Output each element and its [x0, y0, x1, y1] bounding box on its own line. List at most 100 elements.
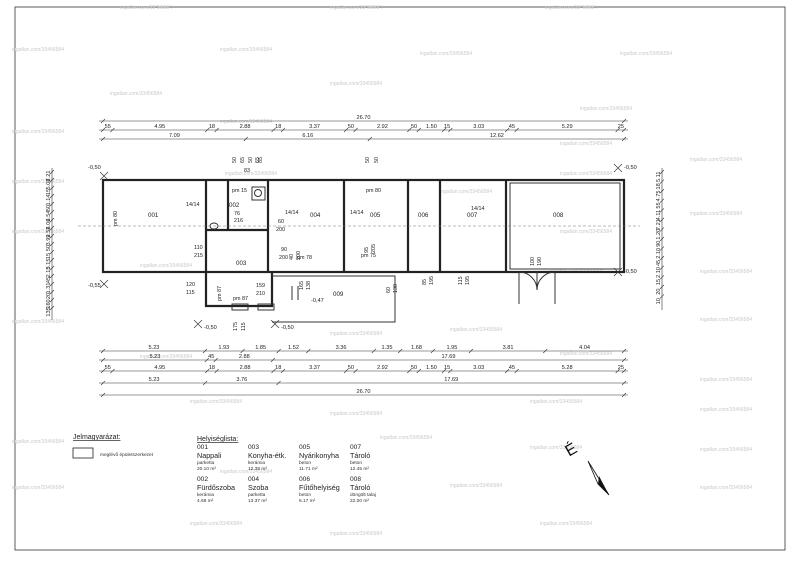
- dimension-label: 1.50: [426, 365, 437, 371]
- dimension-tick: [504, 368, 510, 374]
- watermark-text: ingatlan.com/33456584: [12, 439, 64, 445]
- room-list-number: 005: [299, 444, 310, 451]
- dimension-label: 55: [105, 365, 111, 371]
- dimension-tick: [100, 118, 106, 124]
- dimension-label: 4.04: [579, 345, 590, 351]
- dimension-label: 50: [46, 205, 52, 211]
- watermark-text: ingatlan.com/33456584: [420, 51, 472, 57]
- opening-label: 200: [296, 251, 302, 260]
- dimension-tick: [240, 348, 245, 354]
- watermark-text: ingatlan.com/33456584: [700, 485, 752, 491]
- room-list-number: 002: [197, 476, 208, 483]
- dimension-tick: [276, 348, 281, 354]
- dimension-label: 45: [509, 124, 515, 130]
- dimension-tick: [615, 368, 620, 374]
- dimension-tick: [204, 357, 210, 363]
- dimension-label: 45: [509, 365, 515, 371]
- dimension-label: 5.28: [562, 365, 573, 371]
- dimension-tick: [100, 380, 106, 386]
- dimension-tick: [49, 297, 55, 303]
- level-marker: -0,50: [624, 269, 637, 275]
- dimension-label: 10: [656, 298, 662, 304]
- dimension-label: 18: [209, 124, 215, 130]
- dimension-tick: [271, 368, 276, 374]
- opening-label: 138: [306, 281, 312, 290]
- room-list-area: 12.45 m²: [350, 466, 369, 472]
- opening-label: 50: [232, 157, 238, 163]
- dimension-tick: [621, 392, 627, 398]
- dimension-label: 1.95: [446, 345, 457, 351]
- dimension-label: 3.76: [236, 377, 247, 383]
- dimension-tick: [49, 289, 55, 295]
- opening-label: 110: [194, 245, 203, 251]
- dimension-tick: [659, 227, 665, 232]
- opening-label: 50: [365, 157, 371, 163]
- building-walls: [78, 178, 640, 323]
- level-marker: -0,50: [624, 165, 637, 171]
- dimension-tick: [214, 127, 219, 133]
- opening-label: 95: [364, 247, 370, 253]
- dimension-label: 3.15: [46, 259, 52, 270]
- watermark-text: ingatlan.com/33456584: [330, 331, 382, 337]
- dimension-tick: [448, 127, 453, 133]
- watermark-text: ingatlan.com/33456584: [560, 171, 612, 177]
- room-list-number: 007: [350, 444, 361, 451]
- dimension-tick: [407, 127, 412, 133]
- dimension-tick: [441, 127, 447, 133]
- watermark-text: ingatlan.com/33456584: [330, 5, 382, 11]
- dimension-tick: [271, 127, 276, 133]
- level-marker: -0,47: [311, 298, 324, 304]
- opening-label: pm 75: [361, 253, 376, 259]
- room-list-floor: kerámia: [248, 460, 265, 466]
- dimension-label: 2.52: [46, 227, 52, 238]
- dimension-tick: [371, 348, 377, 354]
- dimension-label: 7.21: [656, 219, 662, 230]
- dimension-label: 135: [46, 307, 52, 316]
- opening-label: 115: [241, 322, 247, 331]
- room-label-007: 007: [467, 212, 478, 219]
- dimension-label: 55: [656, 202, 662, 208]
- dimension-label: 7.09: [169, 133, 180, 139]
- room-list-area: 13.37 m²: [248, 498, 267, 504]
- opening-label: 115: [458, 276, 464, 285]
- watermark-text: ingatlan.com/33456584: [700, 407, 752, 413]
- dimension-tick: [49, 201, 55, 207]
- room-list-number: 003: [248, 444, 259, 451]
- opening-label: 200: [276, 227, 285, 233]
- dimension-label: 5.29: [562, 124, 573, 130]
- dimension-tick: [621, 136, 627, 142]
- dimension-tick: [49, 233, 55, 239]
- opening-label: 210: [256, 291, 265, 297]
- watermark-text: ingatlan.com/33456584: [225, 171, 277, 177]
- opening-label: pm 80: [366, 188, 381, 194]
- dimension-label: 15: [46, 253, 52, 259]
- watermark-text: ingatlan.com/33456584: [690, 157, 742, 163]
- opening-label: 14/14: [350, 210, 364, 216]
- room-list-name: Nappali: [197, 451, 222, 460]
- dimension-tick: [280, 127, 286, 133]
- room-label-003: 003: [236, 260, 247, 267]
- dimension-tick: [202, 348, 208, 354]
- dimension-tick: [416, 127, 421, 133]
- opening-label: 165: [299, 281, 305, 290]
- dimension-label: 50: [348, 365, 354, 371]
- opening-label: 120: [186, 282, 195, 288]
- dimension-tick: [110, 368, 115, 374]
- opening-label: 60: [386, 287, 392, 293]
- watermark-text: ingatlan.com/33456584: [560, 229, 612, 235]
- dimension-tick: [49, 217, 55, 223]
- dimension-tick: [49, 193, 55, 199]
- opening-label: pm 15: [232, 188, 247, 194]
- watermark-text: ingatlan.com/33456584: [700, 447, 752, 453]
- dimension-label: 5.11: [656, 172, 662, 182]
- dimension-label: 15: [444, 124, 450, 130]
- dimension-label: 3.37: [309, 124, 320, 130]
- dimension-label: 3.81: [503, 345, 514, 351]
- watermark-text: ingatlan.com/33456584: [530, 445, 582, 451]
